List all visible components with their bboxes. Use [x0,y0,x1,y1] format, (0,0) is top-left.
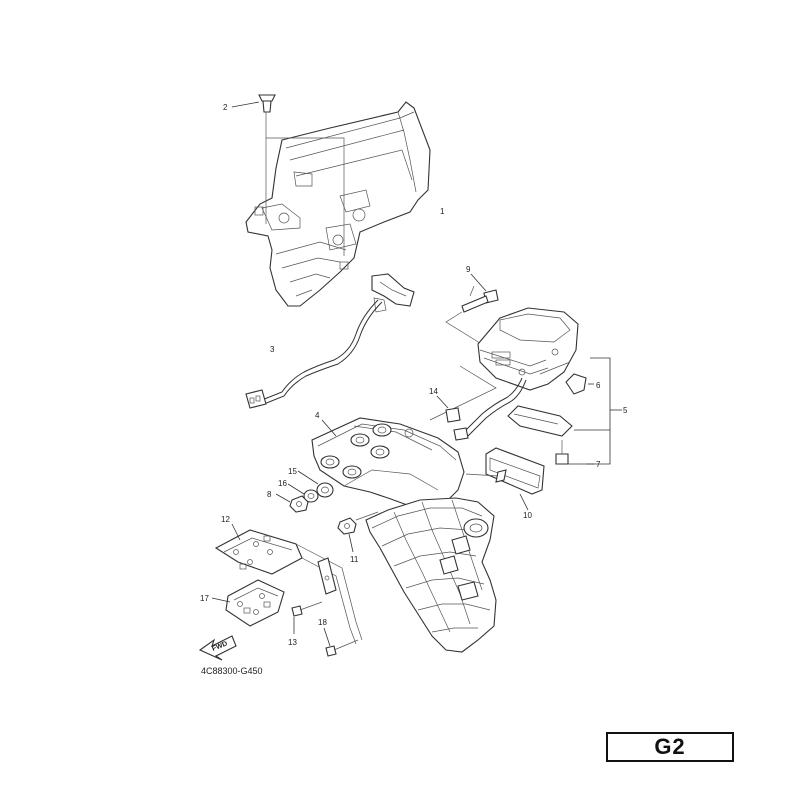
callout-12: 12 [221,515,230,524]
callout-10: 10 [523,511,532,520]
part-5-tail-light-assembly [477,307,579,391]
callout-18: 18 [318,618,327,627]
callout-7: 7 [596,460,601,469]
callout-3: 3 [270,345,275,354]
part-14-grommet [436,395,461,423]
part-12-plate-stay [214,523,363,645]
callout-2: 2 [223,103,228,112]
page-tag-box: G2 [606,732,734,762]
drawing-code: 4C88300-G450 [201,666,263,676]
part-3-wire-harness [245,273,415,409]
callout-1: 1 [440,207,445,216]
part-16-washer [287,483,319,503]
part-lens-cover [507,405,573,437]
part-lower-rear-fender [365,497,497,653]
callout-16: 16 [278,479,287,488]
callout-15: 15 [288,467,297,476]
bracket-5-leaders [568,357,622,465]
part-8-nut [275,493,309,513]
part-7-screw [555,440,569,465]
callout-9: 9 [466,265,471,274]
part-10-reflector [465,447,545,511]
rear-stay-bar [317,557,337,595]
callout-13: 13 [288,638,297,647]
part-17-plate-stay [211,579,285,627]
callout-8: 8 [267,490,272,499]
part-11-nut [337,511,379,553]
part-6-bulb [565,373,594,395]
callout-17: 17 [200,594,209,603]
callout-6: 6 [596,381,601,390]
fwd-arrow-icon: FWD [198,635,237,661]
part-13-screw [291,601,323,634]
part-4-plate-bracket [311,417,465,511]
callout-11: 11 [350,555,359,564]
callout-labels: 1 2 3 4 5 6 7 8 9 10 11 12 13 14 15 16 1… [200,103,628,647]
callout-14: 14 [429,387,438,396]
part-15-collar [297,470,334,498]
part-2-rivet [231,94,345,256]
part-18-screw [323,627,359,657]
page-tag: G2 [654,734,686,759]
part-9-bolt [445,273,499,349]
callout-5: 5 [623,406,628,415]
part-1-rear-fender-cover [245,101,431,307]
callout-4: 4 [315,411,320,420]
